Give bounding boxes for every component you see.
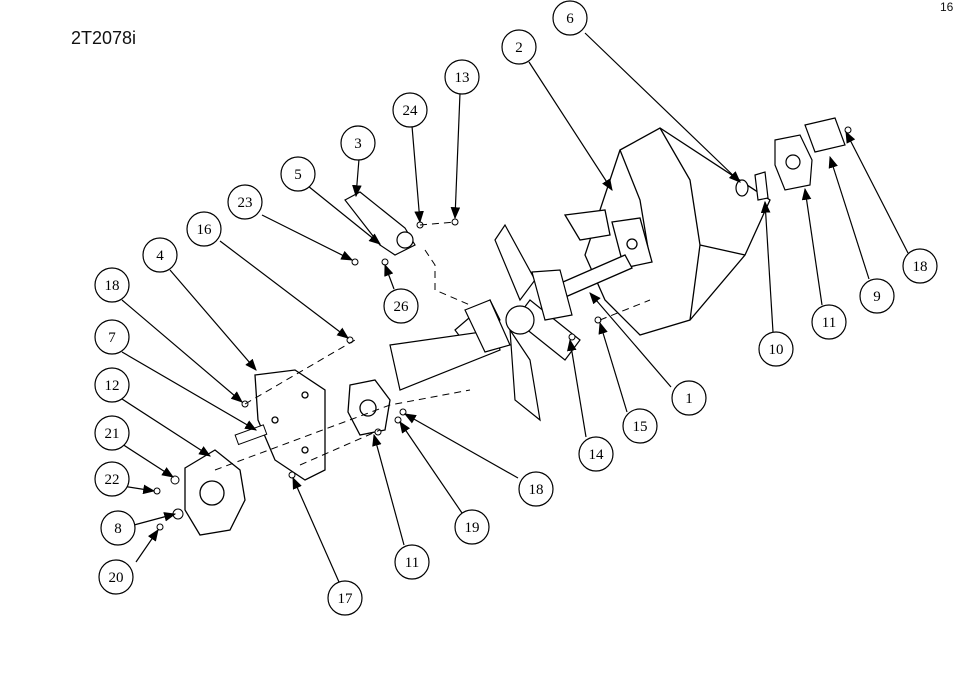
callout-8: 8 [114, 521, 122, 537]
leader-17 [292, 476, 340, 583]
callout-18c-circle [902, 248, 938, 284]
mounting-plate [611, 217, 653, 269]
callout-6-circle [552, 0, 588, 36]
leader-12 [121, 398, 212, 457]
callout-18: 18 [105, 278, 120, 294]
callout-22: 22 [105, 472, 120, 488]
callout-5-circle [280, 156, 316, 192]
callout-26-circle [383, 288, 419, 324]
callout-10: 10 [769, 342, 784, 358]
callout-12-circle [94, 367, 130, 403]
callout-17: 17 [338, 591, 354, 607]
callout-24: 24 [403, 103, 419, 119]
callout-6: 6 [566, 11, 574, 27]
callout-18: 18 [529, 482, 544, 498]
bearing-assembly [735, 117, 846, 201]
callout-21-circle [94, 415, 130, 451]
callout-18a-circle [94, 267, 130, 303]
leader-26 [384, 263, 395, 290]
callout-23-circle [227, 184, 263, 220]
leader-16 [219, 240, 349, 339]
callout-14-circle [578, 436, 614, 472]
leader-4 [169, 269, 257, 371]
leader-9 [828, 155, 870, 280]
callout-labels: 6 2 13 24 3 5 23 16 4 18 26 7 12 21 22 8… [105, 11, 928, 607]
callout-26: 26 [394, 299, 410, 315]
leader-20 [135, 529, 159, 563]
callout-19-circle [454, 509, 490, 545]
leader-24 [411, 125, 424, 224]
leader-10 [760, 200, 774, 333]
callout-1: 1 [685, 391, 693, 407]
callout-8-circle [100, 510, 136, 546]
callout-7-circle [94, 319, 130, 355]
callout-13: 13 [455, 70, 470, 86]
leader-5 [307, 185, 381, 245]
callout-23: 23 [238, 195, 253, 211]
callout-13-circle [444, 59, 480, 95]
callout-3: 3 [354, 136, 362, 152]
auger-housing [563, 127, 771, 336]
leader-23 [261, 214, 354, 261]
callout-2: 2 [515, 40, 523, 56]
leader-6 [584, 32, 741, 183]
callout-9-circle [859, 278, 895, 314]
leader-13 [450, 92, 461, 220]
leader-15 [598, 321, 628, 413]
callout-11a-circle [394, 544, 430, 580]
leader-19 [399, 421, 463, 514]
leader-21 [121, 443, 175, 478]
callout-18: 18 [913, 259, 928, 275]
leader-2 [528, 61, 613, 192]
centerlines [214, 221, 651, 471]
callout-bubbles [94, 0, 938, 616]
leader-18b [403, 413, 519, 479]
leader-18c [845, 130, 909, 254]
leader-14 [567, 338, 587, 438]
callout-3-circle [340, 125, 376, 161]
callout-4-circle [142, 237, 178, 273]
callout-7: 7 [108, 330, 116, 346]
callout-1-circle [671, 380, 707, 416]
callout-15: 15 [633, 419, 648, 435]
callout-11: 11 [405, 555, 419, 571]
leader-7 [121, 351, 258, 431]
callout-11b-circle [811, 304, 847, 340]
input-shaft-tube [389, 299, 511, 391]
callout-20: 20 [109, 570, 124, 586]
leader-lines [121, 32, 909, 583]
callout-12: 12 [105, 378, 120, 394]
model-number: 2T2078i [71, 28, 137, 48]
leader-11a [372, 433, 405, 546]
leader-3 [352, 158, 362, 198]
callout-9: 9 [873, 289, 881, 305]
leader-8 [133, 512, 177, 526]
callout-22-circle [94, 461, 130, 497]
callout-11: 11 [822, 315, 836, 331]
callout-21: 21 [105, 426, 120, 442]
callout-10-circle [758, 331, 794, 367]
gearbox [184, 449, 246, 536]
callout-16-circle [186, 211, 222, 247]
callout-20-circle [98, 559, 134, 595]
callout-5: 5 [294, 167, 302, 183]
callout-14: 14 [589, 447, 605, 463]
leader-18a [121, 299, 243, 403]
leader-11b [801, 187, 823, 306]
callout-2-circle [501, 29, 537, 65]
callout-17-circle [327, 580, 363, 616]
callout-24-circle [392, 92, 428, 128]
leader-1 [589, 292, 672, 388]
callout-15-circle [622, 408, 658, 444]
callout-4: 4 [156, 248, 164, 264]
callout-19: 19 [465, 520, 480, 536]
page-number: 16 [940, 0, 954, 14]
side-bracket [254, 369, 326, 481]
callout-18b-circle [518, 471, 554, 507]
bearing-flange [347, 379, 391, 436]
callout-16: 16 [197, 222, 213, 238]
